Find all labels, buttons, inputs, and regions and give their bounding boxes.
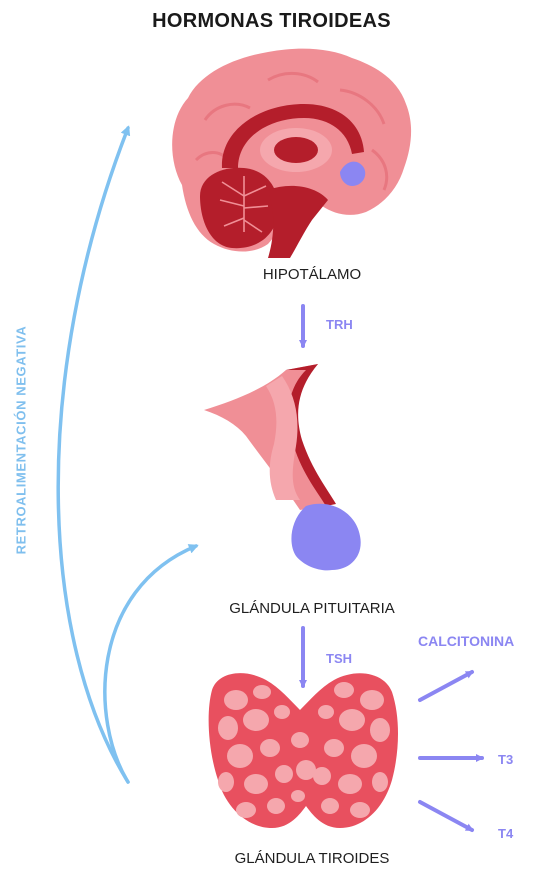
thyroid-illustration xyxy=(209,673,398,828)
feedback-arrows xyxy=(58,128,196,782)
brain-illustration xyxy=(172,49,411,258)
brainstem xyxy=(268,186,328,258)
tsh-label: TSH xyxy=(326,651,352,666)
negative-feedback-label: RETROALIMENTACIÓN NEGATIVA xyxy=(14,326,29,555)
cerebellum xyxy=(200,168,278,248)
thyroid-label: GLÁNDULA TIROIDES xyxy=(212,850,412,867)
t3-label: T3 xyxy=(498,752,513,767)
diagram-title: HORMONAS TIROIDEAS xyxy=(0,10,543,33)
trh-label: TRH xyxy=(326,317,353,332)
t4-label: T4 xyxy=(498,826,513,841)
feedback-arrow-to-hypothalamus xyxy=(58,128,128,782)
feedback-arrow-to-pituitary xyxy=(105,546,196,782)
calcitonin-label: CALCITONINA xyxy=(418,633,514,649)
pituitary-gland-shape xyxy=(291,504,360,571)
hypothalamus-label: HIPOTÁLAMO xyxy=(212,266,412,283)
pituitary-label: GLÁNDULA PITUITARIA xyxy=(212,600,412,617)
t4-arrow xyxy=(420,802,472,830)
pituitary-illustration xyxy=(204,364,361,570)
calcitonin-arrow xyxy=(420,672,472,700)
